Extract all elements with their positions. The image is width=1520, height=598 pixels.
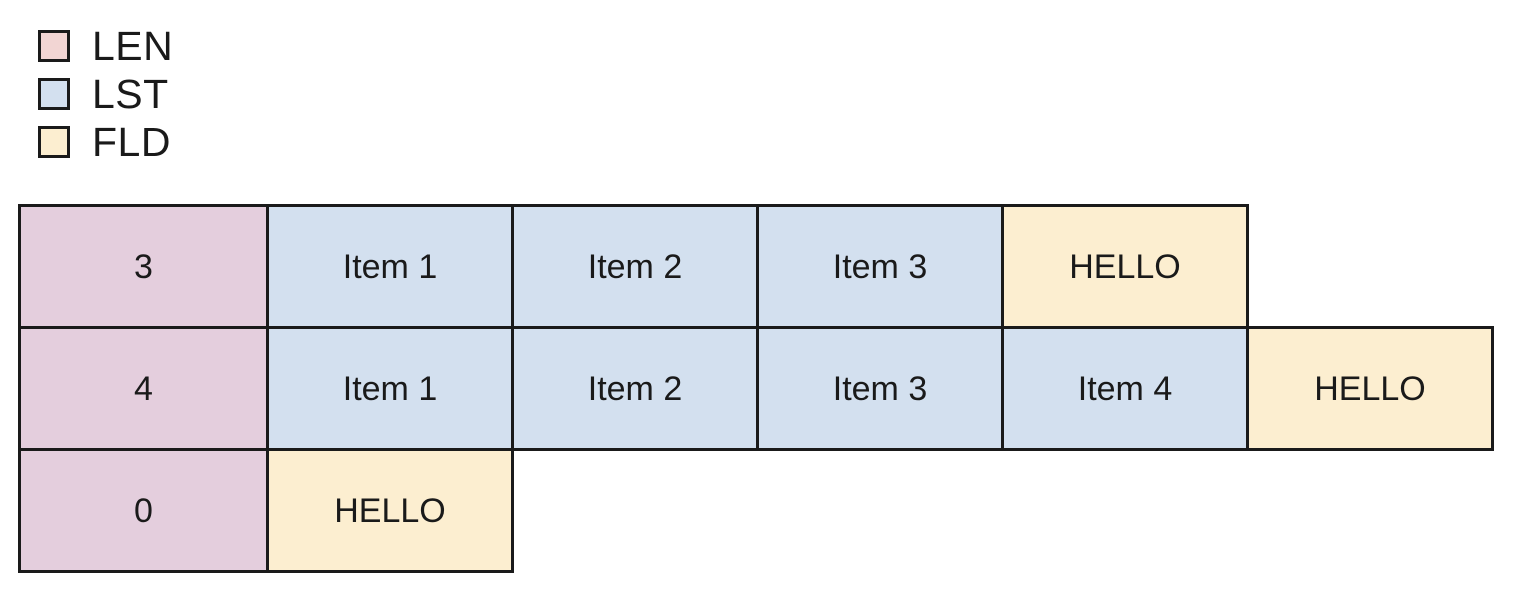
table-cell-len: 4 <box>18 326 269 451</box>
legend-label: LST <box>92 70 169 117</box>
table-cell-lst: Item 1 <box>266 326 514 451</box>
legend-item-len: LEN <box>38 22 338 70</box>
legend-item-fld: FLD <box>38 118 338 166</box>
legend-label: LEN <box>92 22 174 69</box>
table-cell-lst: Item 2 <box>511 204 759 329</box>
table-cell-fld: HELLO <box>1001 204 1249 329</box>
table-cell-len: 3 <box>18 204 269 329</box>
legend-swatch-icon <box>38 30 70 62</box>
table-cell-lst: Item 3 <box>756 204 1004 329</box>
table-cell-lst: Item 2 <box>511 326 759 451</box>
table-cell-fld: HELLO <box>266 448 514 573</box>
table-cell-lst: Item 1 <box>266 204 514 329</box>
table-cell-fld: HELLO <box>1246 326 1494 451</box>
legend-item-lst: LST <box>38 70 338 118</box>
legend-swatch-icon <box>38 126 70 158</box>
table-cell-lst: Item 4 <box>1001 326 1249 451</box>
legend-label: FLD <box>92 118 171 165</box>
legend-swatch-icon <box>38 78 70 110</box>
table-cell-lst: Item 3 <box>756 326 1004 451</box>
table-cell-len: 0 <box>18 448 269 573</box>
